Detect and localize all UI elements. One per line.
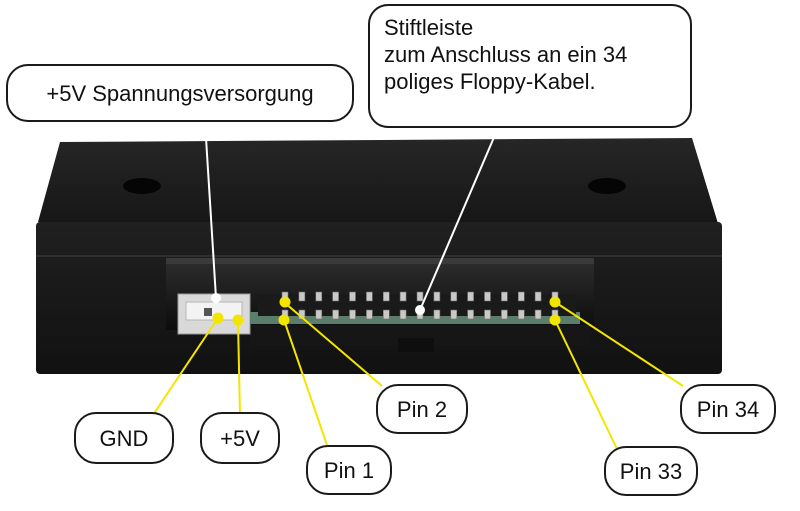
header-pin-top xyxy=(315,291,323,302)
mounting-hole-right xyxy=(588,178,626,194)
marker-pin34 xyxy=(549,296,561,308)
header-pin-top xyxy=(366,291,373,302)
floppy-emulator-device xyxy=(36,138,722,374)
marker-plus5v xyxy=(232,314,244,326)
label-pin33: Pin 33 xyxy=(604,446,698,496)
markers xyxy=(211,293,561,326)
marker-pin33 xyxy=(549,314,561,326)
header-pin-bottom xyxy=(534,309,542,320)
header-pin-top xyxy=(467,291,474,302)
pin-header-line-1: Stiftleiste xyxy=(384,15,474,40)
header-pin-bottom xyxy=(501,309,508,320)
leader-pin1 xyxy=(283,319,329,449)
header-pin-bottom xyxy=(382,309,390,320)
marker-power-supply xyxy=(211,293,221,303)
label-pin2: Pin 2 xyxy=(376,384,468,434)
header-pin-bottom xyxy=(332,309,339,320)
header-pin-bottom xyxy=(450,309,458,320)
header-pin-top xyxy=(416,291,424,302)
header-pin-bottom xyxy=(433,309,441,320)
header-pin-top xyxy=(450,291,458,302)
header-pin-bottom xyxy=(349,309,356,320)
header-pin-top xyxy=(399,291,407,302)
pin-header xyxy=(281,291,559,320)
pin-header-line-2: zum Anschluss an ein 34 xyxy=(384,42,628,67)
leader-pin34 xyxy=(554,301,684,387)
header-pin-top xyxy=(534,291,542,302)
leader-plus5v xyxy=(237,321,241,416)
connector-lip xyxy=(250,325,590,345)
header-pin-bottom xyxy=(399,309,407,320)
header-pin-bottom xyxy=(484,309,491,320)
label-pin-header: Stiftleiste zum Anschluss an ein 34 poli… xyxy=(368,4,692,128)
leader-gnd xyxy=(152,317,219,416)
marker-pin-header xyxy=(415,305,425,315)
label-pin1: Pin 1 xyxy=(306,445,392,495)
header-pin-top xyxy=(298,291,306,302)
header-pin-top xyxy=(484,291,491,302)
marker-pin1 xyxy=(278,314,290,326)
pin-header-line-3: poliges Floppy-Kabel. xyxy=(384,69,596,94)
device-top xyxy=(38,138,720,230)
header-pin-bottom xyxy=(366,309,373,320)
leader-pin2 xyxy=(284,302,383,387)
leader-pin33 xyxy=(554,319,619,452)
header-pin-top xyxy=(332,291,339,302)
marker-pin2 xyxy=(279,296,291,308)
mounting-hole-left xyxy=(123,178,161,194)
header-pin-top xyxy=(517,291,525,302)
header-pin-top xyxy=(501,291,508,302)
leader-lines xyxy=(152,121,684,452)
header-pin-top xyxy=(433,291,441,302)
header-pin-bottom xyxy=(315,309,323,320)
header-pin-top xyxy=(382,291,390,302)
header-pin-bottom xyxy=(517,309,525,320)
label-gnd: GND xyxy=(74,412,174,464)
label-power-supply: +5V Spannungsversorgung xyxy=(6,64,354,122)
label-plus5v: +5V xyxy=(200,412,280,464)
header-pin-top xyxy=(349,291,356,302)
leader-power-supply xyxy=(204,121,217,299)
label-pin34: Pin 34 xyxy=(680,384,776,434)
header-pin-bottom xyxy=(467,309,474,320)
leader-pin-header xyxy=(419,127,499,311)
marker-gnd xyxy=(212,312,224,324)
